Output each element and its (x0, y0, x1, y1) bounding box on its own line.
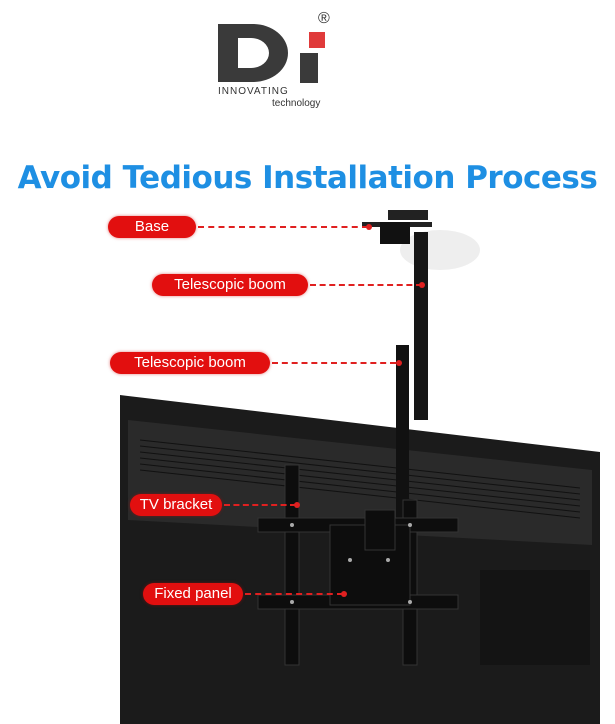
upper-boom (414, 232, 428, 420)
leader-line (198, 226, 368, 228)
lower-boom (396, 345, 409, 525)
logo-i-stem (300, 53, 318, 83)
leader-line (245, 593, 343, 595)
brand-logo: ® INNOVATING technology (212, 10, 342, 120)
label-base: Base (108, 216, 196, 238)
leader-line (310, 284, 422, 286)
logo-tagline-bottom: technology (272, 98, 321, 109)
logo-red-square (309, 32, 325, 48)
label-tv-bracket: TV bracket (130, 494, 222, 516)
wall-shadow (400, 230, 480, 270)
leader-dot (294, 502, 300, 508)
headline: Avoid Tedious Installation Process (17, 160, 598, 196)
label-telescopic-boom-lower: Telescopic boom (110, 352, 270, 374)
leader-line (272, 362, 396, 364)
base-joint (380, 222, 410, 244)
logo-d-mark (218, 24, 288, 82)
leader-line (224, 504, 296, 506)
leader-dot (396, 360, 402, 366)
registered-mark: ® (318, 10, 330, 27)
leader-dot (341, 591, 347, 597)
leader-dot (419, 282, 425, 288)
tv-vents (139, 439, 581, 519)
leader-dot (366, 224, 372, 230)
base-top (388, 210, 428, 220)
tv-port-panel (480, 570, 590, 665)
bracket-screws (290, 523, 412, 604)
logo-tagline-top: INNOVATING (218, 86, 289, 97)
label-fixed-panel: Fixed panel (143, 583, 243, 605)
label-telescopic-boom-upper: Telescopic boom (152, 274, 308, 296)
tv-bracket (257, 464, 459, 666)
